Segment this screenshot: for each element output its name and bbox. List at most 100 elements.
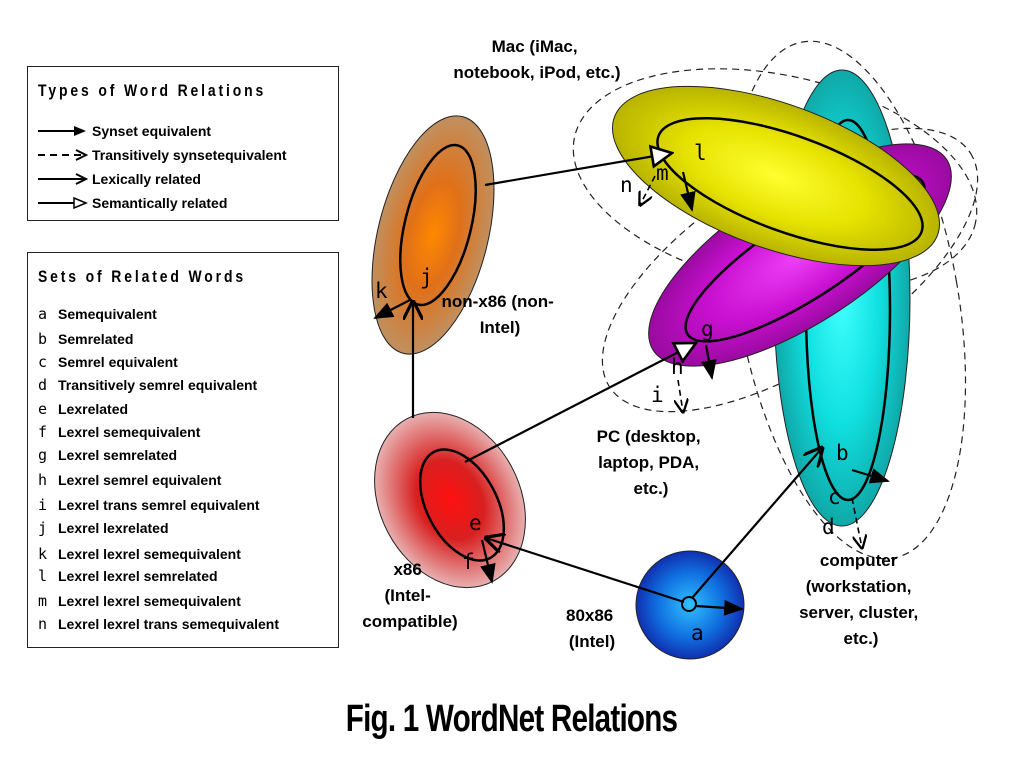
set-letter: e	[38, 400, 48, 418]
set-letter: j	[38, 519, 48, 537]
set-row-m: m Lexrel lexrel semequivalent	[38, 590, 241, 612]
set-row-e: e Lexrelated	[38, 398, 128, 420]
mark-letter-h: h	[671, 355, 684, 379]
mark-letter-j: j	[420, 265, 433, 289]
set-row-g: g Lexrel semrelated	[38, 444, 177, 466]
set-letter: k	[38, 545, 48, 563]
mark-letter-n: n	[620, 173, 633, 197]
mark-letter-e: e	[469, 511, 482, 535]
arrow-pc-i	[678, 379, 683, 412]
set-letter: i	[38, 496, 48, 514]
set-row-h: h Lexrel semrel equivalent	[38, 469, 221, 491]
legend-row-transitively-synset-equivalent: Transitively synsetequivalent	[36, 145, 287, 165]
set-label: Lexrel trans semrel equivalent	[58, 497, 260, 513]
node-labels: Mac (iMac, notebook, iPod, etc.) non-x86…	[362, 37, 923, 651]
arrow-mac-n	[640, 175, 656, 205]
set-letter: m	[38, 592, 48, 610]
set-label: Lexrel lexrel semequivalent	[58, 593, 241, 609]
set-row-d: d Transitively semrel equivalent	[38, 374, 257, 396]
set-letter: n	[38, 615, 48, 633]
dashed-open-arrow-icon	[38, 149, 88, 161]
mark-letter-a: a	[691, 621, 704, 645]
legend-row-synset-equivalent: Synset equivalent	[36, 121, 211, 141]
set-label: Lexrelated	[58, 401, 129, 417]
mark-letter-f: f	[462, 550, 475, 574]
node-x86	[374, 411, 526, 589]
set-label: Semequivalent	[58, 306, 157, 322]
arrow-non-x86-k	[373, 299, 411, 319]
set-row-n: n Lexrel lexrel trans semequivalent	[38, 613, 279, 635]
figure-caption: Fig. 1 WordNet Relations	[0, 698, 1024, 741]
arrow-computer-c	[851, 468, 890, 484]
legend-label: Synset equivalent	[92, 123, 212, 139]
mark-letter-m: m	[656, 161, 669, 185]
label-pc: PC (desktop, laptop, PDA, etc.)	[597, 427, 706, 498]
arrow-x86-to-pc	[464, 343, 696, 463]
set-letter: d	[38, 376, 48, 394]
legend-label: Transitively synsetequivalent	[92, 147, 287, 163]
label-non-x86: non-x86 (non- Intel)	[441, 292, 558, 337]
set-label: Semrel equivalent	[58, 354, 178, 370]
set-row-i: i Lexrel trans semrel equivalent	[38, 494, 260, 516]
label-computer: computer (workstation, server, cluster, …	[799, 551, 923, 648]
related-sets-title: Sets of Related Words	[38, 267, 246, 286]
legend-row-semantically-related: Semantically related	[36, 193, 227, 213]
hollow-triangle-arrow-icon	[38, 196, 88, 210]
set-row-l: l Lexrel lexrel semrelated	[38, 565, 218, 587]
set-row-c: c Semrel equivalent	[38, 351, 178, 373]
solid-filled-arrow-icon	[38, 126, 86, 136]
set-letter: c	[38, 353, 48, 371]
set-label: Transitively semrel equivalent	[58, 377, 258, 393]
solid-open-arrow-icon	[38, 173, 88, 185]
set-letter: h	[38, 471, 48, 489]
set-letter: l	[38, 567, 48, 585]
relation-types-title: Types of Word Relations	[38, 81, 267, 100]
arrow-x86-f	[480, 539, 496, 584]
label-mac: Mac (iMac, notebook, iPod, etc.)	[453, 37, 620, 82]
figure-caption-text: Fig. 1 WordNet Relations	[346, 698, 678, 740]
outline-mac-transitive	[572, 68, 978, 292]
arrow-80x86-to-computer	[691, 448, 822, 599]
set-label: Lexrel semequivalent	[58, 424, 201, 440]
set-letter-marks: a b c d e f g h i j k l m n	[375, 141, 849, 645]
set-label: Lexrel lexrelated	[58, 520, 169, 536]
mark-letter-l: l	[694, 141, 707, 165]
arrow-80x86-to-x86	[486, 538, 685, 604]
label-x86: x86 (Intel- compatible)	[362, 560, 457, 631]
outline-computer-transitive	[729, 40, 967, 560]
set-letter: a	[38, 305, 48, 323]
label-80x86: 80x86 (Intel)	[566, 606, 618, 651]
arrow-mac-m	[680, 171, 696, 212]
node-mac	[612, 85, 940, 267]
mark-letter-g: g	[701, 317, 714, 341]
set-letter: f	[38, 423, 48, 441]
arrow-computer-d	[851, 497, 862, 548]
set-row-a: a Semequivalent	[38, 303, 157, 325]
set-letter: b	[38, 330, 48, 348]
set-label: Lexrel lexrel trans semequivalent	[58, 616, 279, 632]
arrow-non-x86-to-mac	[484, 153, 672, 187]
set-row-j: j Lexrel lexrelated	[38, 517, 169, 539]
relation-types-legend: Types of Word Relations Synset equivalen…	[27, 66, 339, 221]
set-row-k: k Lexrel lexrel semequivalent	[38, 543, 241, 565]
set-label: Lexrel semrelated	[58, 447, 178, 463]
legend-label: Lexically related	[92, 171, 201, 187]
set-row-b: b Semrelated	[38, 328, 133, 350]
relation-arrows	[373, 153, 890, 616]
mark-letter-b: b	[836, 441, 849, 465]
arrow-pc-h	[701, 344, 717, 380]
set-label: Lexrel lexrel semequivalent	[58, 546, 241, 562]
set-row-f: f Lexrel semequivalent	[38, 421, 200, 443]
mark-letter-d: d	[822, 515, 835, 539]
node-80x86	[635, 550, 745, 660]
mark-letter-k: k	[375, 279, 388, 303]
legend-label: Semantically related	[92, 195, 228, 211]
set-label: Lexrel lexrel semrelated	[58, 568, 218, 584]
set-label: Lexrel semrel equivalent	[58, 472, 222, 488]
mark-letter-i: i	[651, 383, 664, 407]
legend-row-lexically-related: Lexically related	[36, 169, 201, 189]
set-letter: g	[38, 446, 48, 464]
set-label: Semrelated	[58, 331, 134, 347]
